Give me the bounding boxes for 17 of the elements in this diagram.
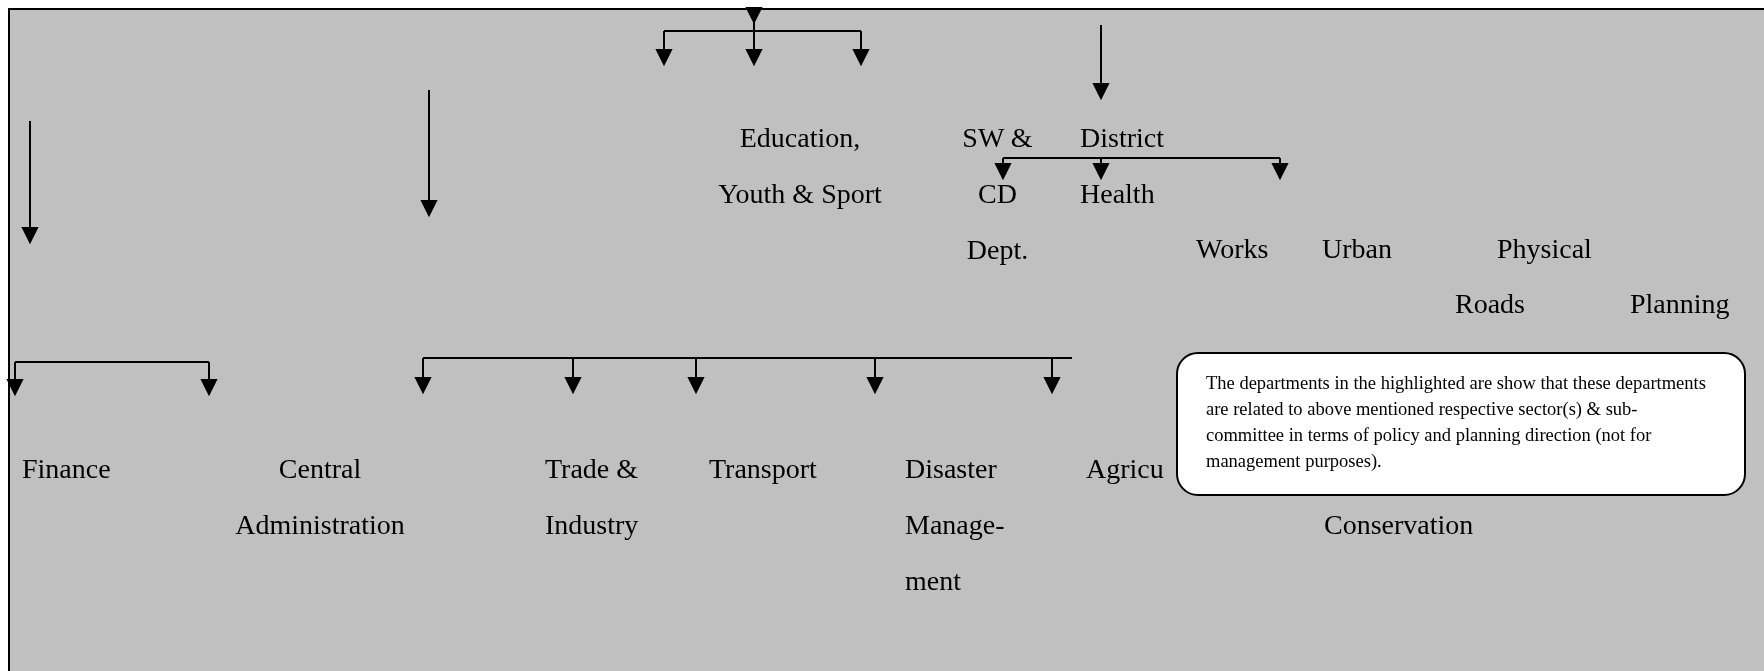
department-label: Transport [709,452,817,486]
department-label: Planning [1630,287,1730,321]
department-label: Finance [22,452,111,486]
note-text: The departments in the highlighted are show that these departments are related to above mentioned respective sector(s) & sub-committee in terms of policy and planning direction (not for management purposes). [1206,372,1707,473]
department-label: District Health [1080,121,1165,211]
department-label: Education, Youth & Sport [717,121,883,211]
department-label: Trade & Industry [545,452,640,542]
department-label: Disaster Manage- ment [905,452,1006,598]
note-box [1176,352,1746,496]
department-label: Physical [1497,232,1592,266]
department-label: Roads [1455,287,1525,321]
department-label: Works [1196,232,1269,266]
department-label: Central Administration [234,452,406,542]
department-label: Urban [1322,232,1392,266]
department-label: SW & CD Dept. [961,121,1034,267]
department-label: Agricu [1086,452,1164,486]
department-label: Conservation [1324,508,1474,542]
